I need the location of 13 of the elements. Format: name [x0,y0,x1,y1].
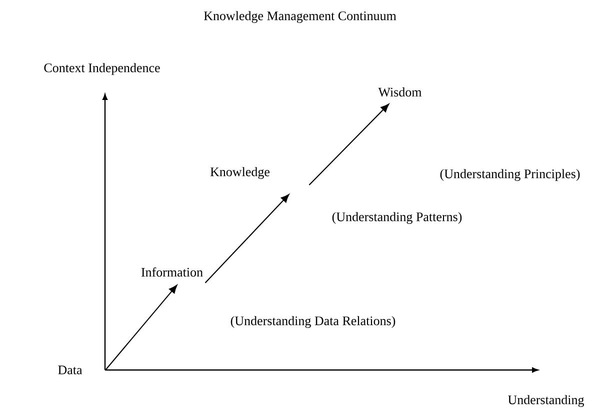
title: Knowledge Management Continuum [204,11,396,23]
axis-label: Context Independence [44,63,160,75]
stage-label: Information [141,267,203,277]
stage-description: (Understanding Principles) [440,169,580,181]
stage-label: Wisdom [378,87,422,97]
stage-label: Knowledge [210,167,270,179]
axis-label: Understanding [508,395,584,407]
arrow [204,194,290,284]
arrow [308,104,390,186]
stage-label: Data [58,366,82,374]
stage-description: (Understanding Data Relations) [230,316,396,328]
stage-description: (Understanding Patterns) [332,212,462,224]
arrow [105,284,178,370]
